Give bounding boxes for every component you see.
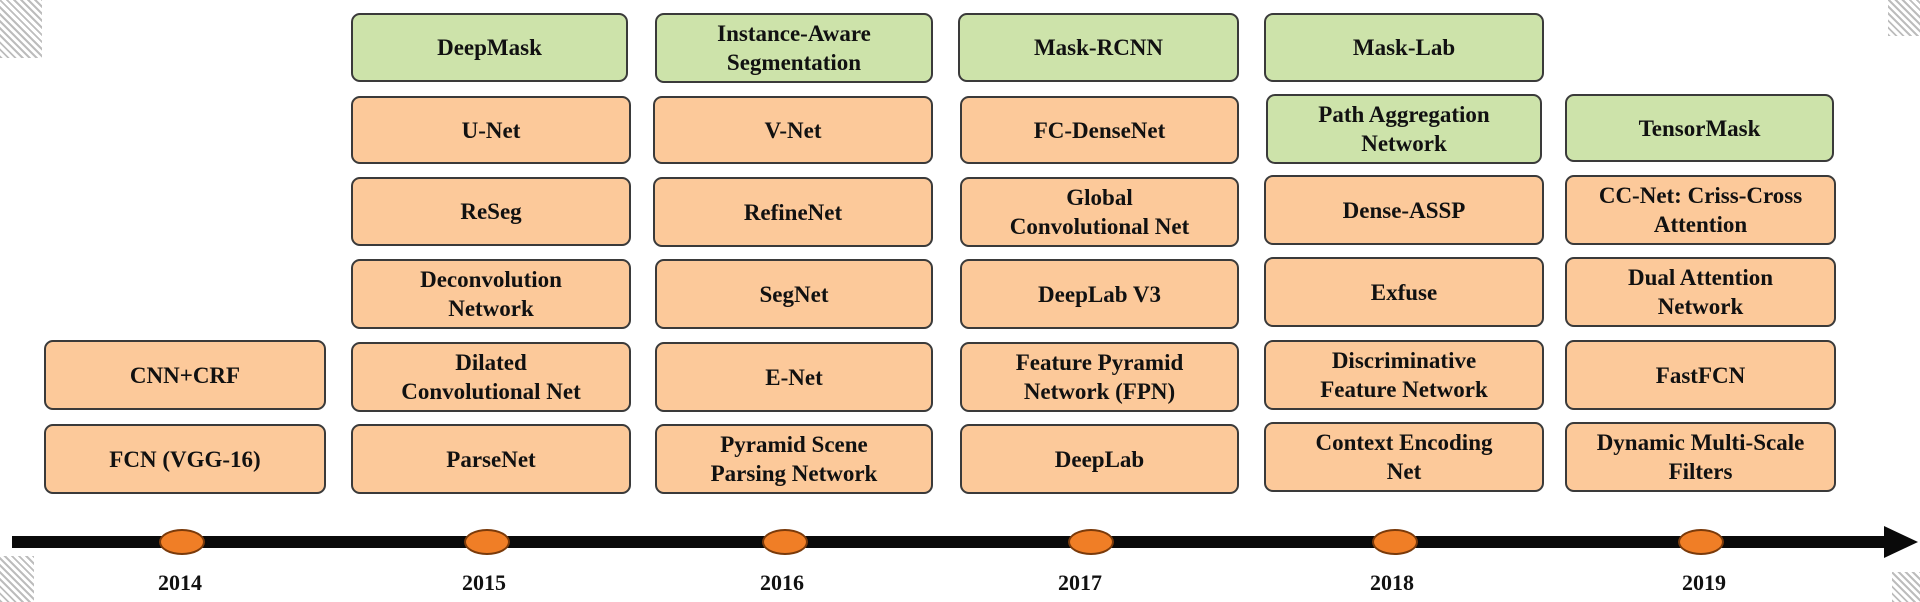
model-box: ReSeg: [351, 177, 631, 246]
timeline-axis: [12, 536, 1892, 548]
model-box: Dynamic Multi-Scale Filters: [1565, 422, 1836, 492]
model-box: E-Net: [655, 342, 933, 412]
model-box: CNN+CRF: [44, 340, 326, 410]
model-box: Global Convolutional Net: [960, 177, 1239, 247]
year-label: 2017: [1058, 570, 1102, 595]
corner-pattern: [1888, 0, 1920, 36]
year-marker: [762, 529, 808, 555]
year-marker: [464, 529, 510, 555]
model-box: U-Net: [351, 96, 631, 164]
year-label: 2015: [462, 570, 506, 595]
year-label: 2014: [158, 570, 202, 595]
year-marker: [1068, 529, 1114, 555]
arrow-head-icon: [1884, 526, 1918, 558]
year-marker: [1372, 529, 1418, 555]
model-box: DeepLab V3: [960, 259, 1239, 329]
model-box: Feature Pyramid Network (FPN): [960, 342, 1239, 412]
model-box: FC-DenseNet: [960, 96, 1239, 164]
model-box: TensorMask: [1565, 94, 1834, 162]
year-label: 2016: [760, 570, 804, 595]
model-box: DeepLab: [960, 424, 1239, 494]
corner-pattern: [0, 556, 34, 602]
model-box: Deconvolution Network: [351, 259, 631, 329]
model-box: FastFCN: [1565, 340, 1836, 410]
model-box: SegNet: [655, 259, 933, 329]
model-box: Instance-Aware Segmentation: [655, 13, 933, 83]
model-box: DeepMask: [351, 13, 628, 82]
year-label: 2019: [1682, 570, 1726, 595]
model-box: Path Aggregation Network: [1266, 94, 1542, 164]
model-box: Dual Attention Network: [1565, 257, 1836, 327]
model-box: Discriminative Feature Network: [1264, 340, 1544, 410]
year-label: 2018: [1370, 570, 1414, 595]
model-box: ParseNet: [351, 424, 631, 494]
model-box: FCN (VGG-16): [44, 424, 326, 494]
year-marker: [159, 529, 205, 555]
model-box: Context Encoding Net: [1264, 422, 1544, 492]
model-box: Dense-ASSP: [1264, 175, 1544, 245]
corner-pattern: [1892, 572, 1920, 602]
model-box: Dilated Convolutional Net: [351, 342, 631, 412]
corner-pattern: [0, 0, 42, 58]
model-box: Pyramid Scene Parsing Network: [655, 424, 933, 494]
model-box: Mask-Lab: [1264, 13, 1544, 82]
year-marker: [1678, 529, 1724, 555]
model-box: Exfuse: [1264, 257, 1544, 327]
model-box: Mask-RCNN: [958, 13, 1239, 82]
model-box: RefineNet: [653, 177, 933, 247]
model-box: CC-Net: Criss-Cross Attention: [1565, 175, 1836, 245]
model-box: V-Net: [653, 96, 933, 164]
